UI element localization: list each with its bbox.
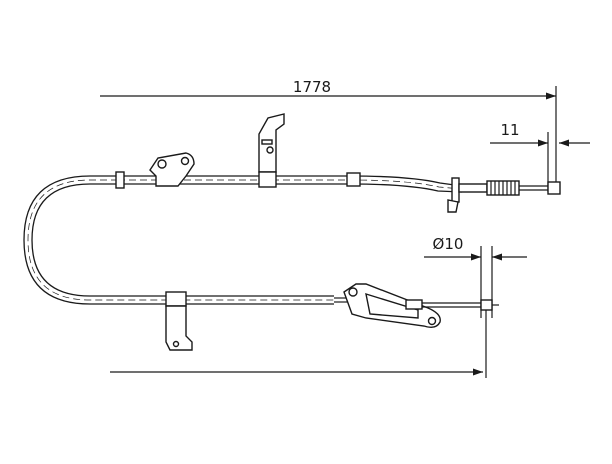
- overall-length-dimension: 1778: [100, 78, 557, 182]
- cable-sheath: [23, 175, 463, 305]
- adjuster-spring: [486, 180, 520, 196]
- cable-ferrule: [346, 172, 361, 187]
- overall-length-label: 1778: [293, 78, 331, 96]
- adjuster-end-fitting: [447, 177, 561, 213]
- bottom-reference-dimension: [110, 304, 487, 378]
- cable-sleeve: [115, 171, 125, 189]
- mounting-bracket-bottom: [165, 291, 193, 351]
- end-fitting-length-label: 11: [500, 121, 519, 139]
- mounting-bracket-left: [149, 152, 195, 187]
- triangular-end-bracket: [334, 283, 441, 329]
- diameter-dimension: Ø10: [424, 235, 527, 318]
- diameter-label: Ø10: [433, 235, 464, 253]
- clip-bracket-top: [258, 113, 285, 188]
- inner-cable-end: [422, 299, 499, 311]
